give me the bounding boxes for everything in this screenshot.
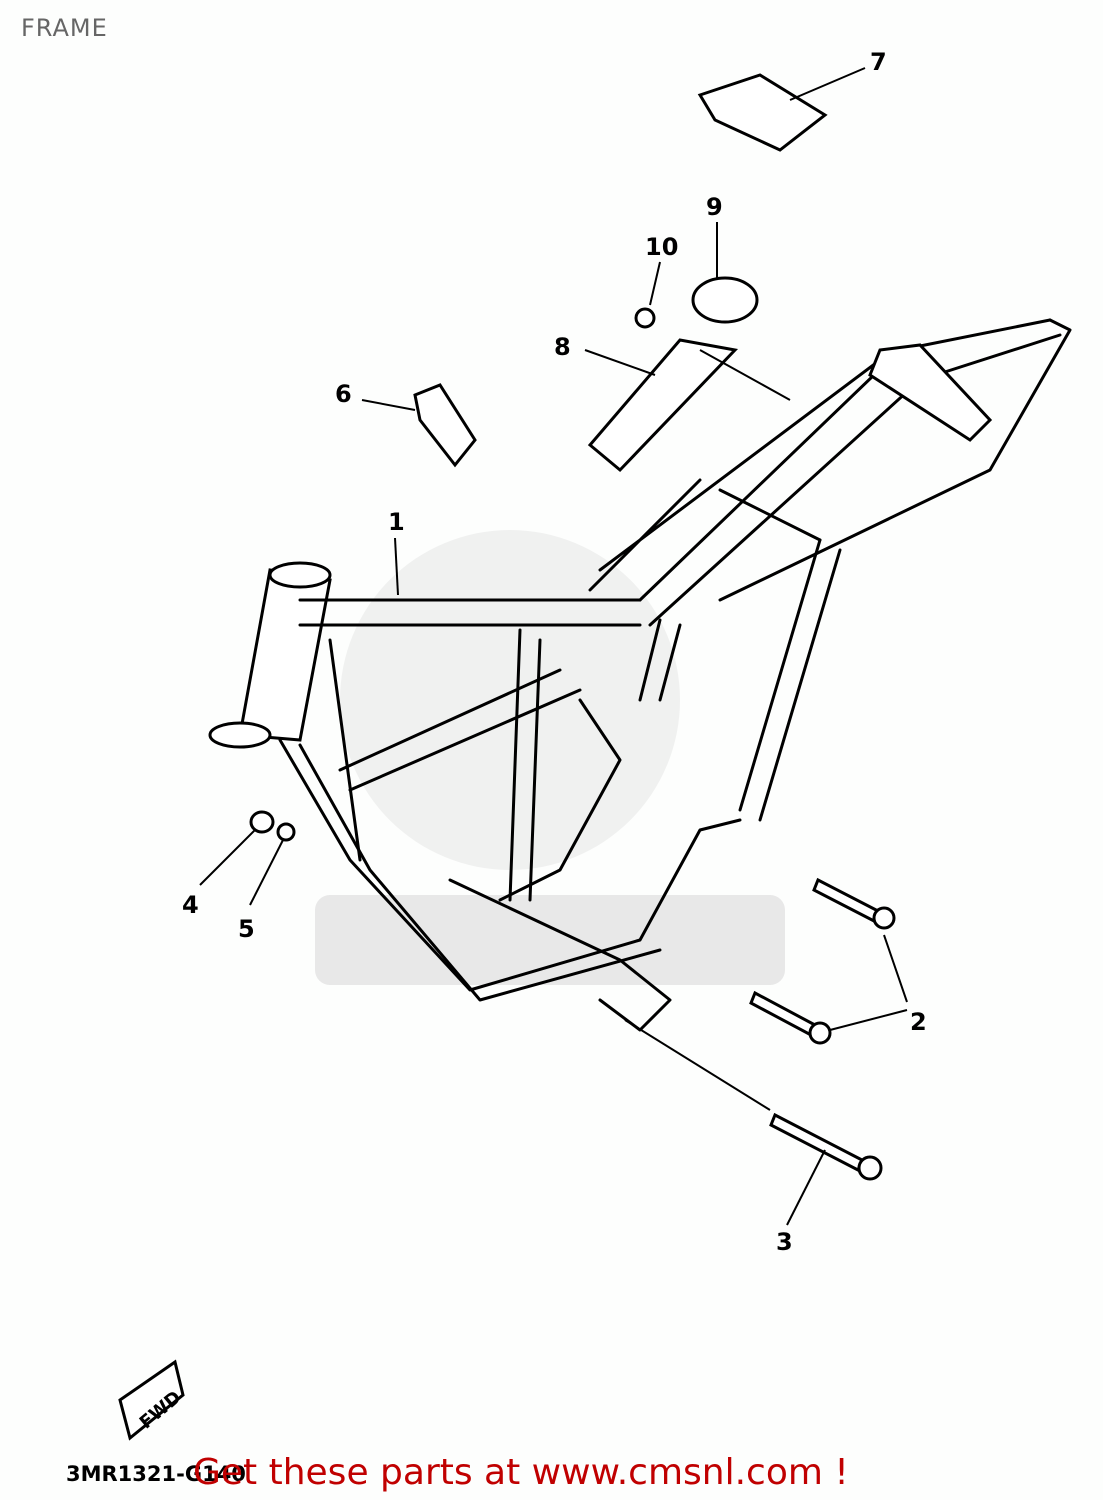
part-9-cap — [691, 276, 759, 324]
callout-1: 1 — [388, 508, 405, 536]
callout-8: 8 — [554, 333, 571, 361]
callout-10: 10 — [645, 233, 678, 261]
callout-7: 7 — [870, 48, 887, 76]
callout-4: 4 — [182, 891, 199, 919]
part-8-bracket — [587, 338, 739, 473]
page-title: FRAME — [21, 14, 108, 42]
part-7-cover — [697, 73, 828, 152]
callout-5: 5 — [238, 915, 255, 943]
callout-3: 3 — [776, 1228, 793, 1256]
part-2-bolt — [749, 990, 817, 1038]
part-6-plate — [413, 383, 477, 468]
watermark-logo — [315, 530, 785, 985]
part-3-bolt — [769, 1112, 864, 1173]
promo-link[interactable]: Get these parts at www.cmsnl.com ! — [193, 1452, 849, 1493]
part-2-bolt — [812, 877, 882, 925]
part-10-nut — [634, 307, 656, 329]
part-4-collar — [249, 810, 275, 834]
callout-6: 6 — [335, 380, 352, 408]
callout-2: 2 — [910, 1008, 927, 1036]
part-5-washer — [276, 822, 296, 842]
callout-9: 9 — [706, 193, 723, 221]
fwd-arrow-icon: FWD — [118, 1359, 185, 1441]
leader-lines — [199, 67, 908, 1226]
diagram-code: 3MR1321-G140 — [66, 1462, 246, 1486]
frame-main — [208, 318, 1072, 1032]
